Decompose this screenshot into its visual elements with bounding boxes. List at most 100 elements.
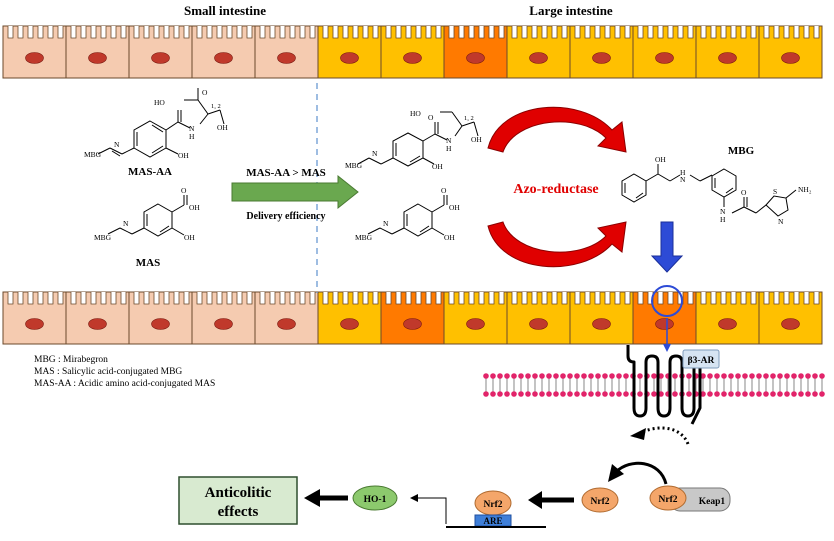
dissociation-arrowhead (608, 464, 624, 482)
azo-reductase-arrow-bottom (487, 221, 627, 268)
cell-membrane (483, 373, 825, 397)
keap1-label: Keap1 (699, 497, 726, 507)
atom-label: O (441, 186, 447, 195)
nucleus (718, 52, 737, 64)
atom-label: N (383, 219, 389, 228)
chain-index: 1, 2 (464, 115, 474, 122)
ho1-node (352, 485, 398, 511)
nucleus (214, 52, 233, 64)
epithelial-cell (191, 25, 256, 79)
nucleus (151, 52, 170, 64)
atom-label: O (181, 186, 187, 195)
atom-label: N (114, 140, 120, 149)
azo-reductase-arrow-top (487, 106, 627, 153)
anticolitic-box (178, 476, 298, 525)
mas-structure (107, 195, 188, 237)
epithelial-cell (2, 25, 67, 79)
nucleus (340, 318, 359, 330)
activation-arrowhead (630, 428, 646, 440)
nucleus (718, 318, 737, 330)
nucleus (529, 318, 548, 330)
nucleus (88, 318, 107, 330)
mas-aa-structure (97, 88, 225, 158)
epithelial-cell (128, 25, 193, 79)
nucleus (466, 52, 485, 64)
epithelial-cell (65, 291, 130, 345)
nrf2-bound (649, 485, 687, 511)
small-intestine-title: Small intestine (184, 3, 266, 18)
epithelial-cell (758, 25, 823, 79)
epithelial-cell (65, 25, 130, 79)
large-intestine-title: Large intestine (529, 3, 613, 18)
atom-label: N (446, 136, 452, 145)
nucleus (25, 318, 44, 330)
mbg-label: MBG (728, 145, 755, 157)
receptor-label: β3-AR (688, 356, 715, 366)
atom-label: OH (189, 203, 200, 212)
epithelial-cell (758, 291, 823, 345)
epithelial-cell (128, 291, 193, 345)
dissociation-arrow (614, 461, 668, 485)
mas-aa-atoms: HO N H O OH OH 1, 2 MBG N (84, 88, 228, 160)
nucleus (403, 318, 422, 330)
nucleus (592, 52, 611, 64)
atom-label: HO (410, 109, 421, 118)
mas-atoms: O OH OH MBG N (94, 186, 200, 242)
mbg-stub: MBG (84, 150, 102, 159)
mbg-stub: MBG (94, 233, 112, 242)
atom-label: S (773, 187, 777, 196)
atom-label: N (778, 217, 784, 226)
delivery-efficiency-label: Delivery efficiency (246, 211, 325, 222)
effect-arrowhead (304, 489, 320, 507)
mas-structure-li (367, 195, 448, 237)
mbg-structure (621, 164, 797, 217)
epithelial-cell (254, 291, 319, 345)
mas-li-atoms: O OH OH MBG N (355, 186, 460, 242)
bottom-epithelium (2, 291, 823, 345)
are-label: ARE (483, 516, 502, 526)
delivery-comparison: MAS-AA > MAS (246, 167, 326, 179)
epithelial-cell (254, 25, 319, 79)
epithelial-cell (380, 25, 445, 79)
atom-label: HO (154, 98, 165, 107)
legend-item: MAS : Salicylic acid-conjugated MBG (34, 367, 182, 377)
nucleus (466, 318, 485, 330)
nrf2-free-label: Nrf2 (591, 497, 610, 507)
atom-label: OH (444, 233, 455, 242)
atom-label: OH (178, 151, 189, 160)
atom-label: OH (432, 162, 443, 171)
nucleus (529, 52, 548, 64)
nrf2-bound-label: Nrf2 (659, 495, 678, 505)
nucleus (151, 318, 170, 330)
atom-label: NH₂ (798, 185, 812, 194)
epithelial-cell (317, 25, 382, 79)
absorption-arrow (650, 221, 684, 273)
epithelial-cell (443, 25, 508, 79)
nucleus (25, 52, 44, 64)
atom-label: H (189, 132, 195, 141)
atom-label: N (372, 149, 378, 158)
atom-label: OH (449, 203, 460, 212)
transcription-arrow (410, 494, 447, 524)
epithelial-cell (506, 25, 571, 79)
nucleus (403, 52, 422, 64)
atom-label: N (123, 219, 129, 228)
atom-label: N (189, 124, 195, 133)
receptor-label-box (682, 349, 720, 369)
atom-label: O (428, 113, 434, 122)
atom-label: OH (655, 155, 666, 164)
atom-label: OH (184, 233, 195, 242)
nucleus (655, 318, 674, 330)
mas-aa-structure-li (357, 111, 479, 167)
signal-arrowhead (663, 344, 671, 352)
anticolitic-line1: Anticolitic (205, 485, 272, 501)
atom-label: N (720, 207, 726, 216)
epithelial-cell (2, 291, 67, 345)
nucleus (214, 318, 233, 330)
delivery-arrow (231, 174, 359, 210)
anticolitic-line2: effects (218, 504, 259, 520)
mas-label: MAS (136, 257, 160, 269)
activation-arrow (641, 426, 690, 445)
mas-aa-label: MAS-AA (128, 166, 172, 178)
